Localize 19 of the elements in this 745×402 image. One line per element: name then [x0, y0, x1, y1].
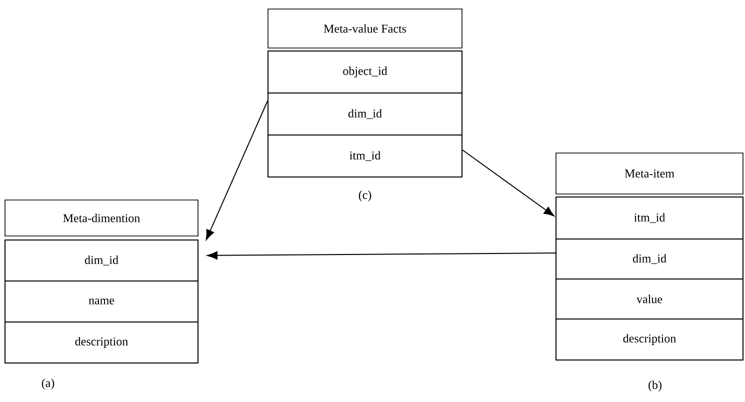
- table-row: dim_id: [556, 238, 744, 280]
- caption-label: (c): [358, 190, 372, 202]
- caption-label: (b): [648, 380, 662, 392]
- table-row: dim_id: [268, 92, 462, 136]
- table-row: value: [556, 278, 744, 320]
- caption-label: (a): [42, 378, 54, 390]
- table-row: description: [556, 318, 744, 360]
- table-row: itm_id: [556, 196, 744, 240]
- table-header: Meta-value Facts: [268, 8, 462, 48]
- table-row: description: [4, 322, 198, 364]
- arrow: [462, 150, 554, 216]
- table-header: Meta-item: [556, 152, 744, 194]
- table-row: dim_id: [4, 240, 198, 282]
- table-row: name: [4, 280, 198, 322]
- arrow: [206, 100, 268, 240]
- table-header: Meta-dimention: [4, 200, 198, 236]
- arrow: [207, 251, 556, 260]
- table-row: object_id: [268, 50, 462, 94]
- table-row: itm_id: [268, 134, 462, 178]
